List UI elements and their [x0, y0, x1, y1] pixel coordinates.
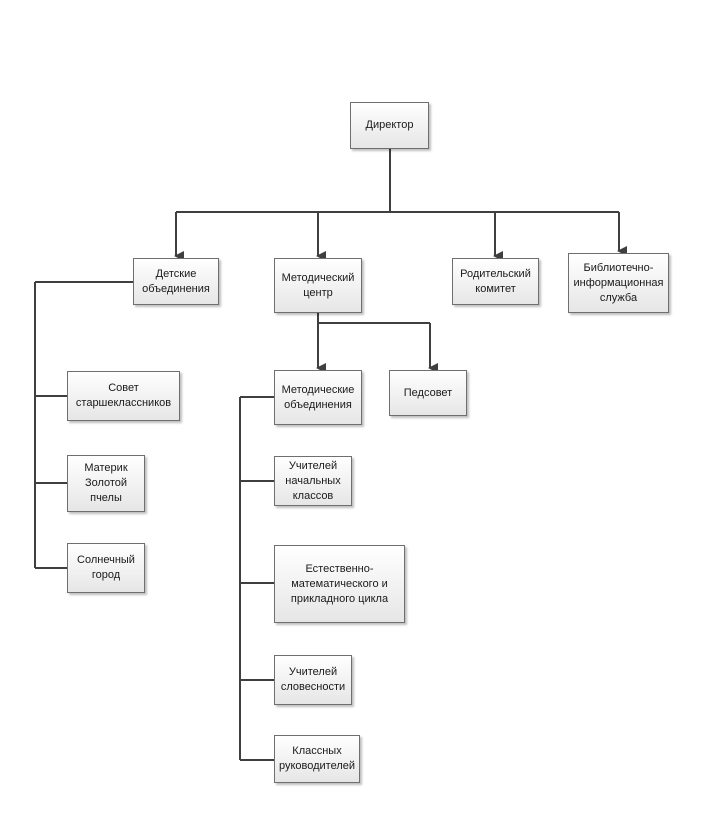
mainland-box[interactable]: Материк Золотой пчелы	[67, 455, 145, 512]
children-unions-box[interactable]: Детские объединения	[133, 258, 219, 305]
associations-label: Методические объединения	[281, 383, 355, 411]
science-cycle-label: Естественно- математического и прикладно…	[290, 562, 389, 605]
parent-committee-box[interactable]: Родительский комитет	[452, 258, 539, 305]
children-unions-label: Детские объединения	[142, 267, 210, 295]
methodical-center-box[interactable]: Методический центр	[274, 258, 362, 313]
council-label: Совет старшеклассников	[75, 382, 172, 409]
class-teachers-box[interactable]: Классных руководителей	[274, 735, 360, 783]
library-service-label: Библиотечно- информационная служба	[573, 261, 664, 304]
sunny-city-box[interactable]: Солнечный город	[67, 543, 145, 593]
director-label: Директор	[365, 119, 414, 131]
methodical-center-label: Методический центр	[281, 271, 355, 299]
literature-teachers-label: Учителей словесности	[280, 666, 346, 693]
pedsovet-box[interactable]: Педсовет	[389, 370, 467, 416]
council-box[interactable]: Совет старшеклассников	[67, 371, 180, 421]
library-service-box[interactable]: Библиотечно- информационная служба	[568, 253, 669, 313]
primary-teachers-box[interactable]: Учителей начальных классов	[274, 456, 352, 506]
mainland-label: Материк Золотой пчелы	[84, 462, 128, 504]
associations-box[interactable]: Методические объединения	[274, 370, 362, 425]
pedsovet-label: Педсовет	[403, 386, 453, 399]
director-box[interactable]: Директор	[350, 102, 429, 149]
primary-teachers-label: Учителей начальных классов	[285, 459, 341, 502]
science-cycle-box[interactable]: Естественно- математического и прикладно…	[274, 545, 405, 623]
class-teachers-label: Классных руководителей	[278, 745, 356, 772]
literature-teachers-box[interactable]: Учителей словесности	[274, 655, 352, 705]
parent-committee-label: Родительский комитет	[460, 267, 531, 295]
sunny-city-label: Солнечный город	[77, 554, 135, 581]
